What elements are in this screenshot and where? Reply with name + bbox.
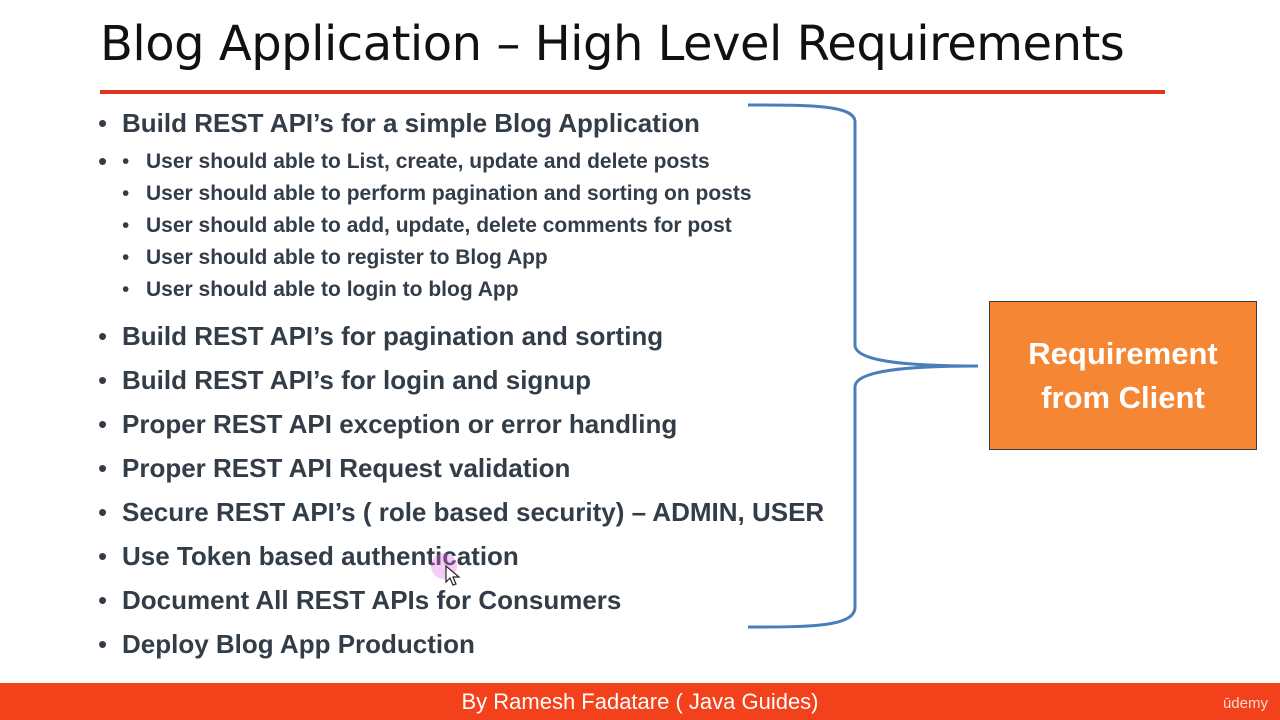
sub-list-item: User should able to register to Blog App — [98, 242, 824, 274]
sub-list-item: User should able to add, update, delete … — [98, 210, 824, 242]
sub-list-item: User should able to login to blog App — [98, 274, 824, 306]
sub-requirements-list: User should able to List, create, update… — [98, 146, 824, 306]
sub-list-container: User should able to List, create, update… — [98, 146, 824, 306]
list-item: Build REST API’s for login and signup — [98, 358, 824, 402]
list-item-text: Build REST API’s for a simple Blog Appli… — [122, 108, 700, 138]
list-item: Proper REST API exception or error handl… — [98, 402, 824, 446]
list-item: Secure REST API’s ( role based security)… — [98, 490, 824, 534]
mouse-pointer-icon — [431, 553, 461, 586]
list-item: Build REST API’s for pagination and sort… — [98, 314, 824, 358]
callout-line-1: Requirement — [1028, 335, 1218, 371]
footer-credit: By Ramesh Fadatare ( Java Guides) — [461, 688, 819, 714]
sub-list-item: User should able to perform pagination a… — [98, 178, 824, 210]
list-item: Build REST API’s for a simple Blog Appli… — [98, 104, 824, 142]
requirement-callout-box: Requirement from Client — [989, 301, 1257, 450]
list-item: Proper REST API Request validation — [98, 446, 824, 490]
title-underline — [100, 90, 1165, 94]
list-item: Use Token based authentication — [98, 534, 824, 578]
list-item: Deploy Blog App Production — [98, 622, 824, 666]
curly-brace — [747, 103, 979, 629]
footer-bar: By Ramesh Fadatare ( Java Guides) ūdemy — [0, 683, 1280, 720]
requirements-list: Build REST API’s for a simple Blog Appli… — [98, 104, 824, 666]
list-item: Document All REST APIs for Consumers — [98, 578, 824, 622]
udemy-watermark: ūdemy — [1222, 695, 1268, 712]
slide-title: Blog Application – High Level Requiremen… — [100, 16, 1125, 72]
callout-line-2: from Client — [1041, 379, 1205, 415]
sub-list-item: User should able to List, create, update… — [98, 146, 824, 178]
